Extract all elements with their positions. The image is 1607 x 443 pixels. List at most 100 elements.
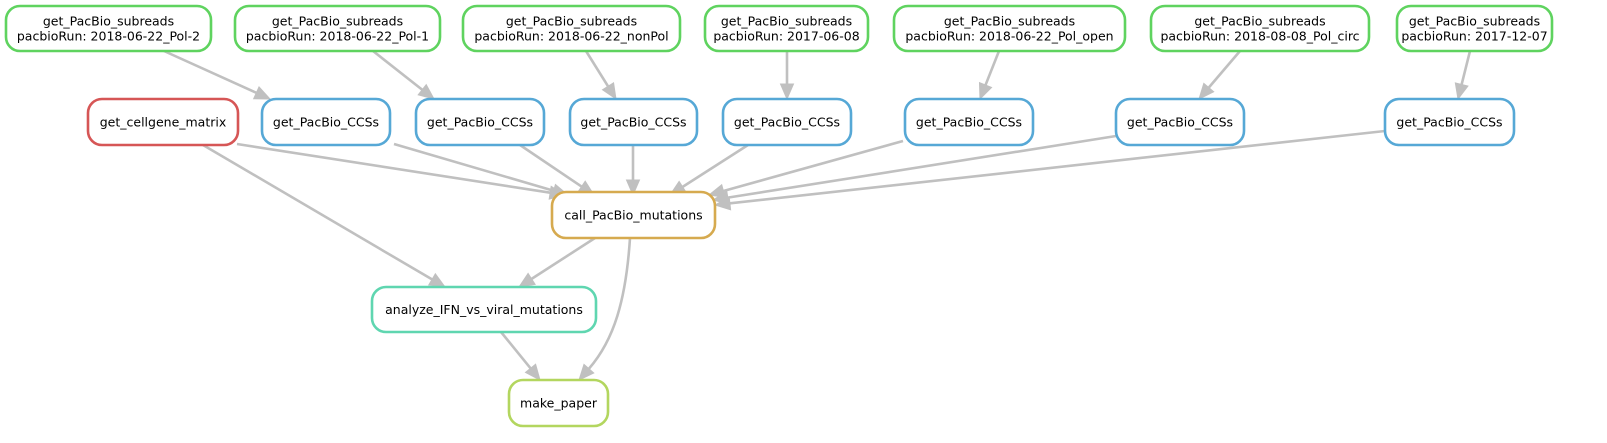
edge-arrowhead: [252, 85, 272, 100]
node-label: get_PacBio_subreads: [506, 14, 637, 29]
edge-line: [519, 143, 583, 188]
node-paper[interactable]: make_paper: [507, 378, 610, 428]
edge-line: [499, 331, 532, 370]
node-box: [1383, 97, 1516, 147]
node-param-label: pacbioRun: 2017-06-08: [713, 29, 859, 44]
edge-arrowhead: [517, 272, 536, 288]
node-label: get_PacBio_CCSs: [734, 115, 840, 130]
edge-line: [163, 49, 257, 94]
edge-arrowhead: [417, 83, 435, 100]
node-box: [507, 378, 610, 428]
edge-line: [729, 129, 1386, 205]
node-box: [892, 4, 1127, 53]
node-ccs3[interactable]: get_PacBio_CCSs: [568, 97, 699, 147]
node-label: get_PacBio_CCSs: [427, 115, 533, 130]
edge-line: [584, 50, 610, 87]
node-ccs6[interactable]: get_PacBio_CCSs: [1114, 97, 1246, 147]
node-box: [260, 97, 392, 147]
edge-line: [372, 49, 424, 91]
node-param-label: pacbioRun: 2018-06-22_nonPol: [474, 29, 668, 44]
node-box: [721, 97, 853, 147]
node-label: get_PacBio_subreads: [944, 14, 1075, 29]
node-box: [86, 97, 240, 147]
node-box: [903, 97, 1035, 147]
node-box: [550, 190, 717, 240]
edge-ccs1-to-mutations: [393, 142, 570, 198]
edge-arrowhead: [713, 196, 732, 211]
node-param-label: pacbioRun: 2018-06-22_Pol-1: [246, 29, 429, 44]
edge-sub_170608-to-ccs4: [779, 51, 795, 101]
node-label: get_PacBio_subreads: [272, 14, 403, 29]
node-label: get_cellgene_matrix: [100, 115, 227, 130]
node-box: [370, 285, 598, 334]
edge-arrowhead: [601, 82, 617, 101]
node-box: [233, 4, 442, 53]
edge-line: [723, 139, 904, 193]
node-ccs2[interactable]: get_PacBio_CCSs: [414, 97, 546, 147]
edge-sub_polcirc-to-ccs6: [1198, 50, 1241, 100]
node-label: get_PacBio_CCSs: [916, 115, 1022, 130]
node-ccs4[interactable]: get_PacBio_CCSs: [721, 97, 853, 147]
node-box: [1395, 4, 1554, 53]
node-ccs7[interactable]: get_PacBio_CCSs: [1383, 97, 1516, 147]
node-label: get_PacBio_subreads: [721, 14, 852, 29]
edge-line: [984, 50, 1001, 86]
edge-matrix-to-analyze: [202, 143, 447, 288]
edge-sub_pol2-to-ccs1: [163, 49, 272, 100]
node-label: get_PacBio_subreads: [1194, 14, 1325, 29]
node-box: [1114, 97, 1246, 147]
edge-line: [236, 142, 551, 194]
edge-ccs7-to-mutations: [713, 129, 1386, 211]
edge-sub_171207-to-ccs7: [1454, 50, 1472, 101]
edge-line: [1207, 50, 1241, 89]
edge-arrowhead: [707, 183, 726, 198]
node-label: get_PacBio_CCSs: [273, 115, 379, 130]
edge-line: [393, 142, 554, 193]
node-label: analyze_IFN_vs_viral_mutations: [385, 302, 583, 317]
edge-mutations-to-paper: [578, 237, 632, 381]
edge-line: [530, 236, 596, 280]
node-mutations[interactable]: call_PacBio_mutations: [550, 190, 717, 240]
node-label: get_PacBio_CCSs: [1396, 115, 1502, 130]
node-ccs5[interactable]: get_PacBio_CCSs: [903, 97, 1035, 147]
edge-arrowhead: [427, 272, 447, 288]
node-box: [4, 4, 213, 53]
edge-matrix-to-mutations: [236, 142, 567, 200]
node-param-label: pacbioRun: 2017-12-07: [1401, 29, 1547, 44]
node-label: make_paper: [520, 396, 598, 411]
edge-sub_nonpol-to-ccs3: [584, 50, 617, 101]
node-label: get_PacBio_CCSs: [580, 115, 686, 130]
node-matrix[interactable]: get_cellgene_matrix: [86, 97, 240, 147]
edge-arrowhead: [524, 363, 541, 381]
edge-sub_polopen-to-ccs5: [978, 50, 1001, 101]
edge-arrowhead: [1198, 82, 1215, 100]
node-box: [461, 4, 682, 53]
node-label: get_PacBio_subreads: [43, 14, 174, 29]
edge-ccs3-to-mutations: [625, 145, 641, 197]
edge-analyze-to-paper: [499, 331, 541, 381]
node-param-label: pacbioRun: 2018-06-22_Pol-2: [17, 29, 200, 44]
edge-arrowhead: [578, 363, 595, 381]
node-param-label: pacbioRun: 2018-06-22_Pol_open: [905, 29, 1113, 44]
node-box: [414, 97, 546, 147]
edge-arrowhead: [779, 83, 795, 101]
node-box: [703, 4, 870, 53]
edge-line: [202, 143, 433, 281]
edge-arrowhead: [625, 179, 641, 197]
node-analyze[interactable]: analyze_IFN_vs_viral_mutations: [370, 285, 598, 334]
node-label: get_PacBio_CCSs: [1127, 115, 1233, 130]
edge-arrowhead: [1454, 82, 1469, 101]
node-param-label: pacbioRun: 2018-08-08_Pol_circ: [1160, 29, 1359, 44]
edge-line: [587, 237, 632, 370]
node-ccs1[interactable]: get_PacBio_CCSs: [260, 97, 392, 147]
node-box: [568, 97, 699, 147]
edge-ccs5-to-mutations: [707, 139, 904, 198]
